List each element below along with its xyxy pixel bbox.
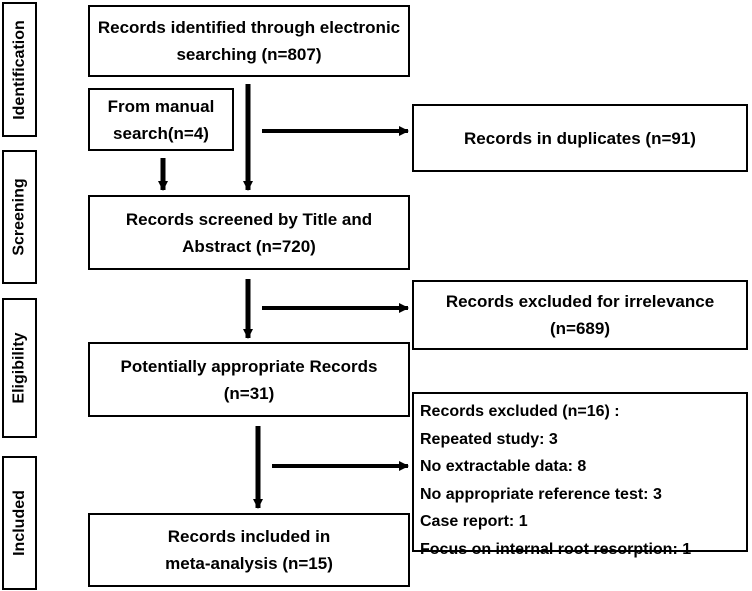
duplicates-text: Records in duplicates (n=91) [464, 128, 696, 148]
included-text: Records included in meta-analysis (n=15) [165, 527, 333, 573]
box-appropriate: Potentially appropriate Records (n=31) [88, 342, 410, 417]
irrelevance-text: Records excluded for irrelevance (n=689) [445, 292, 715, 338]
exclusion-item: No appropriate reference test: 3 [420, 485, 662, 503]
exclusion-item: Case report: 1 [420, 513, 528, 530]
exclusion-item: Focus on internal root resorption: 1 [420, 540, 692, 558]
exclusion-item: Repeated study: 3 [420, 430, 558, 448]
manual-search-text: From manual search(n=4) [107, 96, 215, 143]
box-irrelevance: Records excluded for irrelevance (n=689) [412, 280, 748, 350]
exclusion-item: No extractable data: 8 [420, 458, 587, 475]
box-included: Records included in meta-analysis (n=15) [88, 513, 410, 587]
stage-identification: Identification [2, 2, 37, 137]
exclusions-header: Records excluded (n=16) : [420, 403, 620, 420]
box-duplicates: Records in duplicates (n=91) [412, 104, 748, 172]
box-manual-search: From manual search(n=4) [88, 88, 234, 151]
box-electronic-search: Records identified through electronic se… [88, 5, 410, 77]
screened-text: Records screened by Title and Abstract (… [125, 209, 373, 256]
appropriate-text: Potentially appropriate Records (n=31) [120, 356, 378, 403]
electronic-search-text: Records identified through electronic se… [97, 18, 401, 64]
box-exclusions: Records excluded (n=16) : Repeated study… [412, 392, 748, 558]
stage-eligibility: Eligibility [2, 298, 37, 438]
stage-screening: Screening [2, 150, 37, 284]
stage-included: Included [2, 456, 37, 590]
box-screened: Records screened by Title and Abstract (… [88, 195, 410, 270]
